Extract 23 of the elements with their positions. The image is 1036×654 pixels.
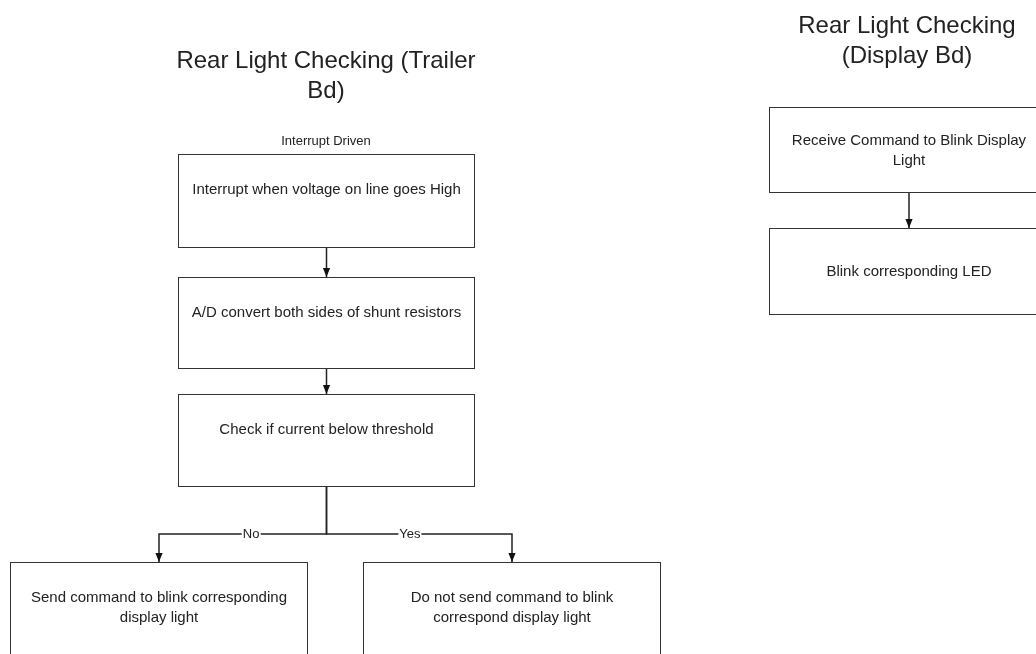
process-box — [769, 228, 1036, 315]
process-box — [178, 277, 475, 369]
box-text: Blink corresponding LED — [826, 261, 992, 281]
arrow — [325, 486, 516, 563]
subtitle: Interrupt Driven — [281, 133, 371, 148]
process-box — [769, 107, 1036, 193]
process-box — [178, 394, 475, 487]
edge-label: Yes — [398, 527, 422, 541]
chart-title: Rear Light Checking (Display Bd) — [797, 10, 1017, 70]
box-text: Send command to blink corresponding display light — [30, 587, 288, 627]
box-text: Do not send command to blink correspond display light — [409, 587, 615, 627]
box-text: Receive Command to Blink Display Light — [790, 130, 1028, 170]
chart-title: Rear Light Checking (Trailer Bd) — [176, 45, 476, 105]
box-text: Check if current below threshold — [219, 419, 434, 439]
edge-label: No — [241, 527, 261, 541]
arrow — [322, 368, 331, 395]
arrow — [322, 247, 331, 278]
process-box — [363, 562, 661, 654]
process-box — [178, 154, 475, 248]
box-text: Interrupt when voltage on line goes High — [192, 179, 461, 199]
process-box — [10, 562, 308, 654]
box-text: A/D convert both sides of shunt resistors — [191, 302, 462, 322]
arrow — [905, 192, 913, 229]
